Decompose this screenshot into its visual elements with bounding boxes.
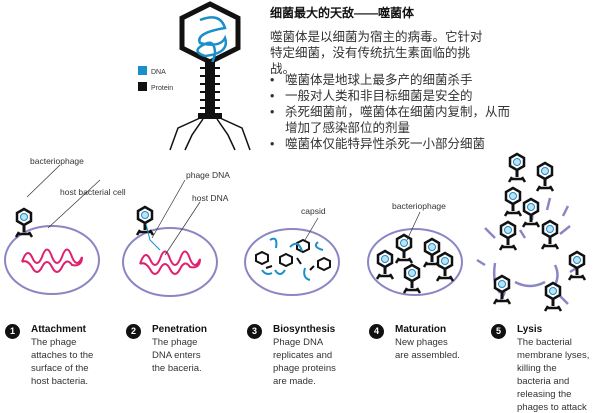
step-number-badge: 1: [5, 324, 20, 339]
phage-structure-illustration: DNA Protein: [138, 1, 251, 151]
bullet-item: 噬菌体仅能特异性杀死一小部分细菌: [270, 136, 510, 152]
step-title: Lysis: [517, 324, 543, 335]
step-number-badge: 5: [491, 324, 506, 339]
bullet-list: 噬菌体是地球上最多产的细菌杀手 一般对人类和非目标细菌是安全的 杀死细菌前，噬菌…: [270, 72, 510, 152]
step-description: The phage attaches to the surface of the…: [31, 337, 94, 387]
label-host-dna: host DNA: [192, 193, 229, 203]
page-title: 细菌最大的天敌——噬菌体: [270, 6, 415, 20]
label-bacteriophage: bacteriophage: [30, 156, 84, 166]
step-number-badge: 3: [247, 324, 262, 339]
stage-maturation-illustration: bacteriophage: [367, 201, 463, 296]
step-title: Biosynthesis: [273, 324, 336, 335]
protein-legend-label: Protein: [151, 85, 173, 92]
step-number-badge: 2: [126, 324, 141, 339]
stage-attachment-illustration: bacteriophage host bacterial cell: [4, 156, 126, 295]
protein-legend-swatch: [138, 82, 147, 91]
stage-biosynthesis-illustration: capsid: [244, 206, 340, 296]
bullet-item: 杀死细菌前，噬菌体在细菌内复制，从而增加了感染部位的剂量: [270, 104, 510, 136]
dna-legend-label: DNA: [151, 69, 166, 76]
step-description: New phages are assembled.: [395, 337, 460, 361]
stage-penetration-illustration: phage DNA host DNA: [122, 170, 230, 297]
label-phage-dna: phage DNA: [186, 170, 230, 180]
step-title: Maturation: [395, 324, 447, 335]
stage-lysis-illustration: [476, 152, 587, 313]
label-host-bacterial-cell: host bacterial cell: [60, 187, 126, 197]
step-description: The phage DNA enters the baceria.: [152, 337, 202, 374]
step-title: Attachment: [31, 324, 87, 335]
step-title: Penetration: [152, 324, 208, 335]
step-description: The bacterial membrane lyses, killing th…: [517, 337, 590, 413]
label-capsid: capsid: [301, 206, 326, 216]
bullet-item: 噬菌体是地球上最多产的细菌杀手: [270, 72, 510, 88]
intro-text: 噬菌体是以细菌为宿主的病毒。它针对特定细菌，没有传统抗生素面临的挑战。: [270, 30, 483, 76]
dna-legend-swatch: [138, 66, 147, 75]
step-description: Phage DNA replicates and phage proteins …: [273, 337, 336, 387]
label-bacteriophage-maturation: bacteriophage: [392, 201, 446, 211]
step-number-badge: 4: [369, 324, 384, 339]
bullet-item: 一般对人类和非目标细菌是安全的: [270, 88, 510, 104]
